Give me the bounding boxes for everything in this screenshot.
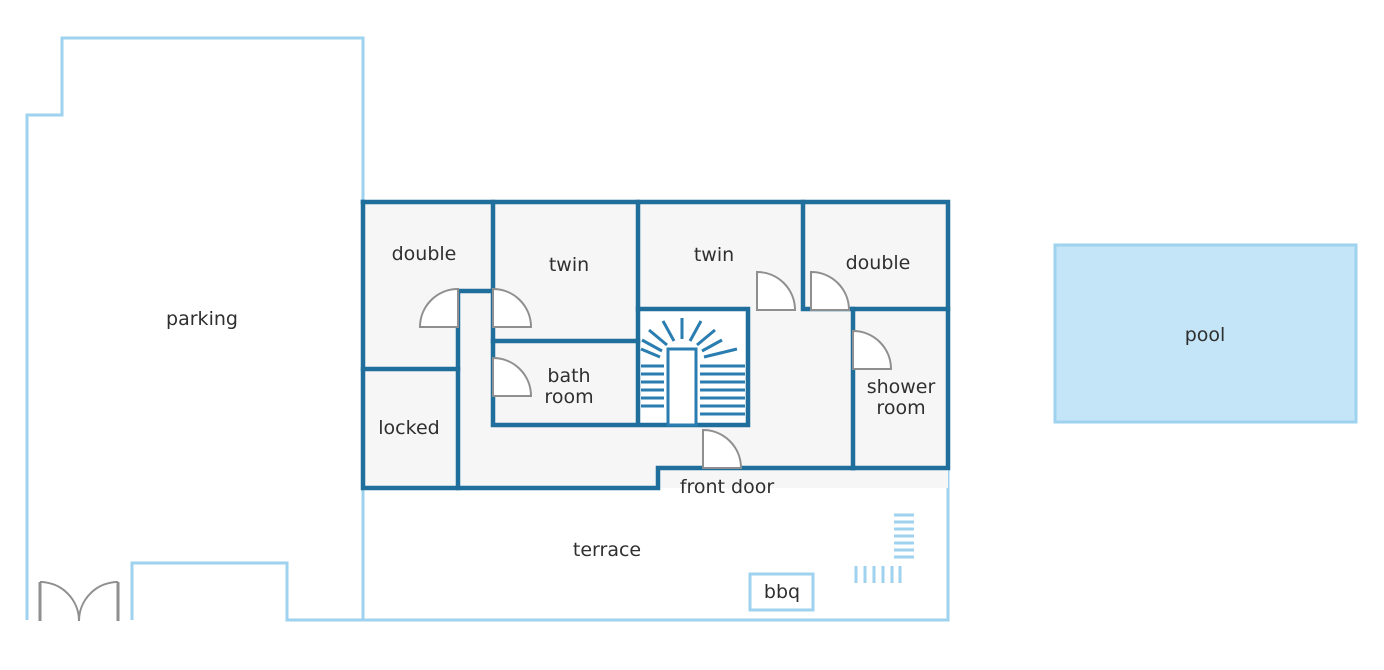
label-parking: parking bbox=[166, 308, 238, 330]
label-bath-line2: room bbox=[544, 386, 593, 408]
label-pool: pool bbox=[1185, 324, 1226, 346]
label-terrace: terrace bbox=[573, 539, 641, 561]
label-double-left: double bbox=[392, 243, 457, 265]
door-twin-right[interactable] bbox=[756, 270, 797, 311]
label-locked: locked bbox=[378, 417, 439, 439]
label-front-door: front door bbox=[680, 476, 775, 498]
label-bath-line1: bath bbox=[547, 365, 590, 387]
label-bbq: bbq bbox=[764, 581, 800, 603]
label-twin-right: twin bbox=[694, 244, 734, 266]
bbq-box bbox=[748, 572, 815, 612]
label-double-right: double bbox=[846, 252, 911, 274]
house-walls bbox=[360, 199, 951, 491]
label-shower-line1: shower bbox=[867, 376, 936, 398]
label-shower-line2: room bbox=[876, 397, 925, 419]
staircase bbox=[640, 318, 745, 427]
door-shower-room[interactable] bbox=[852, 329, 893, 370]
pool bbox=[1053, 243, 1358, 424]
door-twin-left[interactable] bbox=[492, 287, 533, 328]
door-double-right[interactable] bbox=[810, 270, 851, 311]
door-double-left[interactable] bbox=[418, 287, 459, 328]
parking-gate[interactable] bbox=[38, 581, 120, 622]
terrace-outline bbox=[361, 470, 950, 622]
front-door[interactable] bbox=[702, 428, 743, 469]
door-bathroom[interactable] bbox=[492, 356, 533, 397]
terrace-steps bbox=[854, 513, 914, 583]
label-twin-left: twin bbox=[549, 254, 589, 276]
